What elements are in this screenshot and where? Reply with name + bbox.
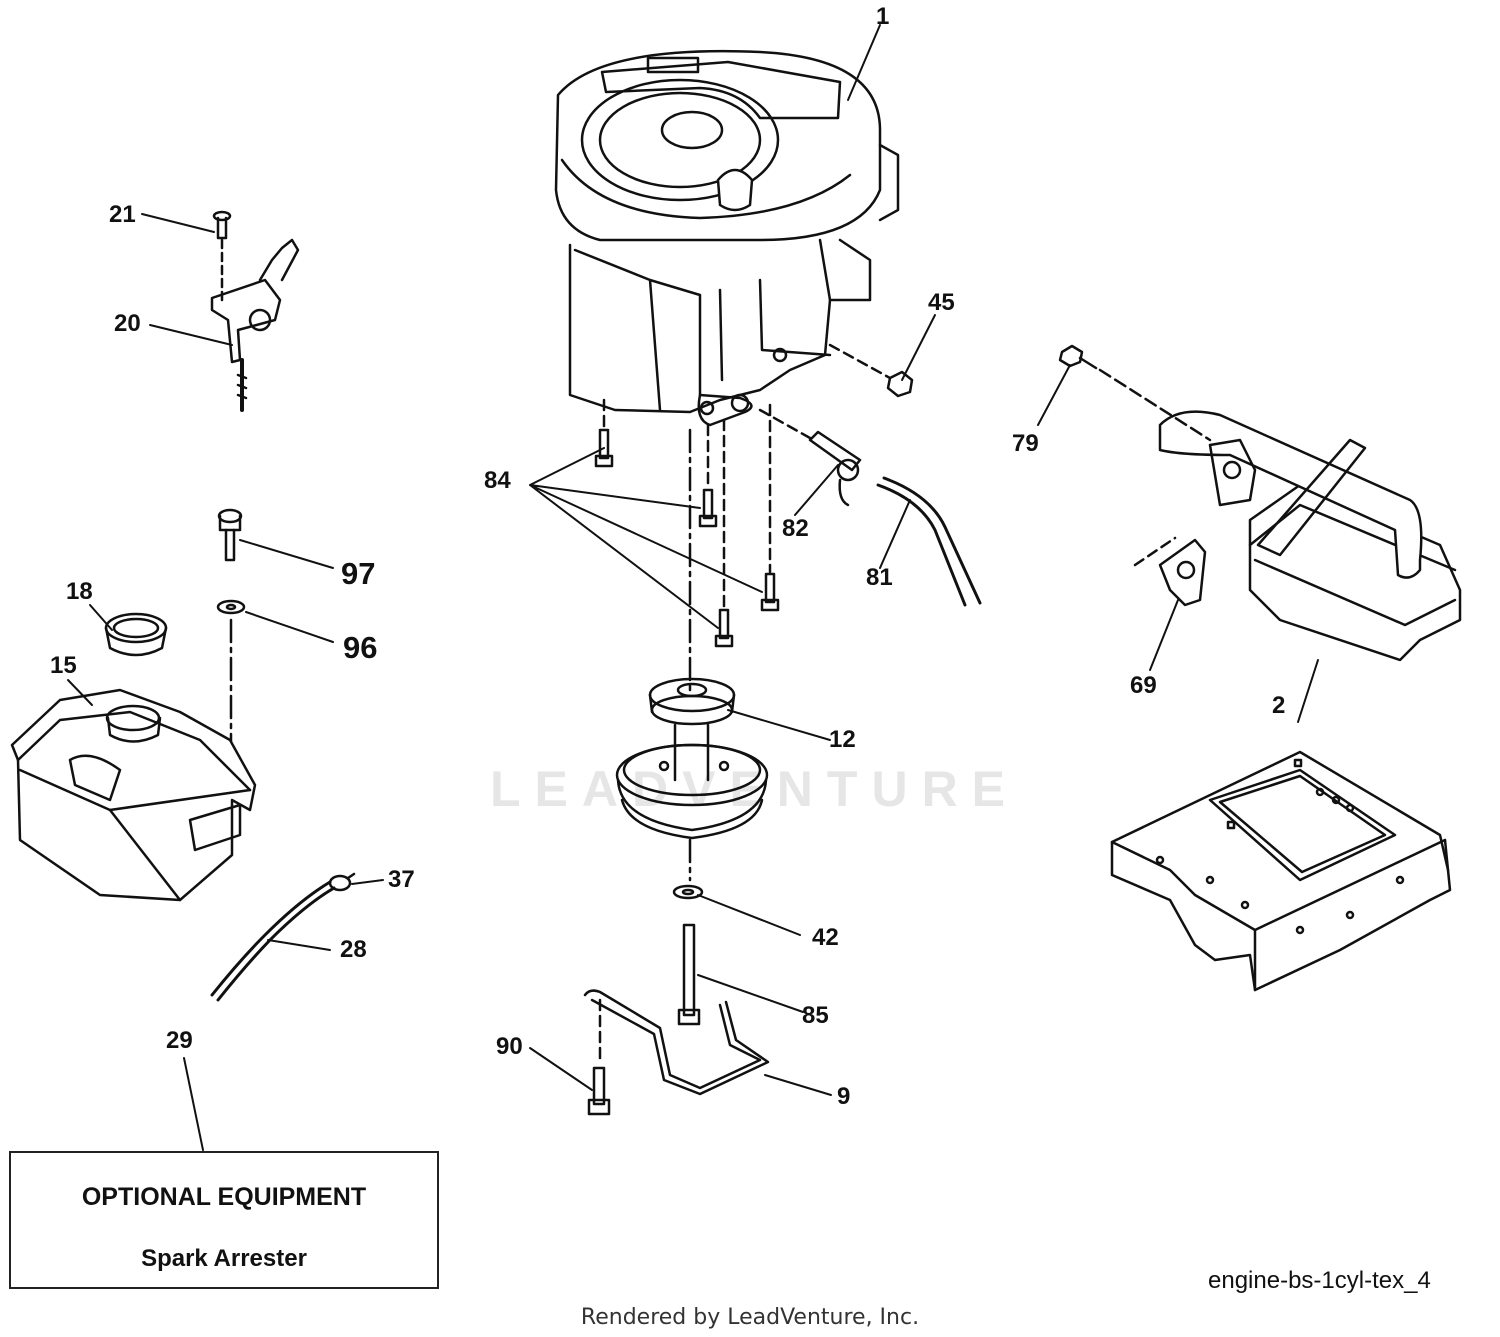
engine-drawing <box>554 49 900 427</box>
callout-9: 9 <box>837 1083 851 1110</box>
screw-21 <box>212 210 232 302</box>
bolt-90 <box>587 998 611 1116</box>
callout-81: 81 <box>866 564 893 591</box>
bolt-85 <box>677 923 701 1026</box>
bolt-79 <box>1058 344 1212 442</box>
screw-97 <box>217 508 243 562</box>
nut-45 <box>828 343 914 398</box>
callout-15: 15 <box>50 652 77 679</box>
pulley-12 <box>615 677 769 840</box>
flange-gasket <box>1208 438 1257 507</box>
footer-credit: Rendered by LeadVenture, Inc. <box>580 1305 920 1330</box>
muffler-2 <box>1158 410 1462 662</box>
optional-equipment-title: OPTIONAL EQUIPMENT <box>81 1183 367 1211</box>
callout-20: 20 <box>114 310 141 337</box>
callout-97: 97 <box>341 556 376 591</box>
clamp-37 <box>328 872 356 892</box>
washer-96 <box>216 599 246 802</box>
washer-42 <box>672 884 704 900</box>
leader-lines <box>67 24 1319 1151</box>
fuel-tank-15 <box>10 688 257 902</box>
callout-69: 69 <box>1130 672 1157 699</box>
callout-45: 45 <box>928 289 955 316</box>
diagram-id: engine-bs-1cyl-tex_4 <box>1208 1267 1431 1294</box>
gasket-69 <box>1133 536 1207 607</box>
throttle-control-20 <box>210 238 300 412</box>
engine-deck-frame <box>1110 750 1452 992</box>
callout-79: 79 <box>1012 430 1039 457</box>
fuel-cap-18 <box>104 612 168 657</box>
callout-28: 28 <box>340 936 367 963</box>
callout-21: 21 <box>109 201 136 228</box>
callout-85: 85 <box>802 1002 829 1029</box>
callout-1: 1 <box>876 3 890 30</box>
callout-82: 82 <box>782 515 809 542</box>
callout-29: 29 <box>166 1027 193 1054</box>
fuel-fitting-82 <box>758 408 862 507</box>
optional-equipment-item: Spark Arrester <box>141 1245 307 1272</box>
hose-81 <box>876 476 982 607</box>
callout-96: 96 <box>343 630 378 665</box>
callout-12: 12 <box>829 726 856 753</box>
callout-2: 2 <box>1272 692 1286 719</box>
callout-18: 18 <box>66 578 93 605</box>
callout-37: 37 <box>388 866 415 893</box>
callout-42: 42 <box>812 924 839 951</box>
watermark-text: LEADVENTURE <box>490 761 1020 817</box>
optional-equipment-box: OPTIONAL EQUIPMENT Spark Arrester <box>9 1151 439 1289</box>
callout-84: 84 <box>484 467 511 494</box>
bracket-9 <box>583 989 770 1096</box>
engine-bolts-84 <box>594 398 780 648</box>
callout-90: 90 <box>496 1033 523 1060</box>
